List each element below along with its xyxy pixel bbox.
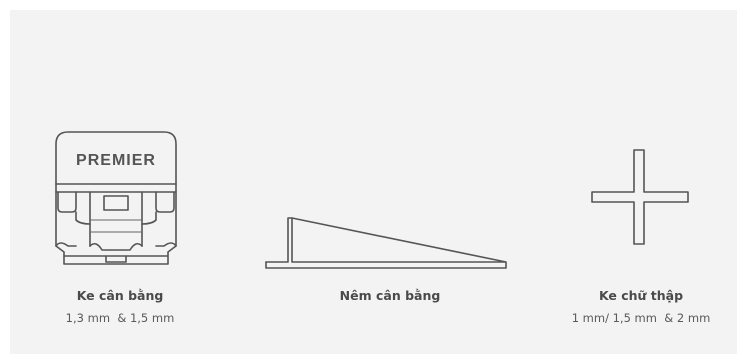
leveling-wedge-icon xyxy=(265,217,507,269)
leveling-clip-caption: Ke cân bằng 1,3 mm & 1,5 mm xyxy=(30,287,210,327)
cross-spacer-caption: Ke chữ thập 1 mm/ 1,5 mm & 2 mm xyxy=(548,287,734,327)
product-panel xyxy=(10,10,737,354)
leveling-clip-icon: PREMIER xyxy=(55,131,177,265)
leveling-clip-sizes: 1,3 mm & 1,5 mm xyxy=(65,311,175,325)
leveling-wedge-name: Nêm cân bằng xyxy=(339,288,441,303)
brand-label: PREMIER xyxy=(76,152,156,169)
leveling-wedge-caption: Nêm cân bằng xyxy=(300,287,480,305)
cross-spacer-sizes: 1 mm/ 1,5 mm & 2 mm xyxy=(571,311,711,325)
cross-spacer-name: Ke chữ thập xyxy=(598,288,684,303)
cross-spacer-icon xyxy=(591,149,689,245)
leveling-clip-name: Ke cân bằng xyxy=(76,288,164,303)
